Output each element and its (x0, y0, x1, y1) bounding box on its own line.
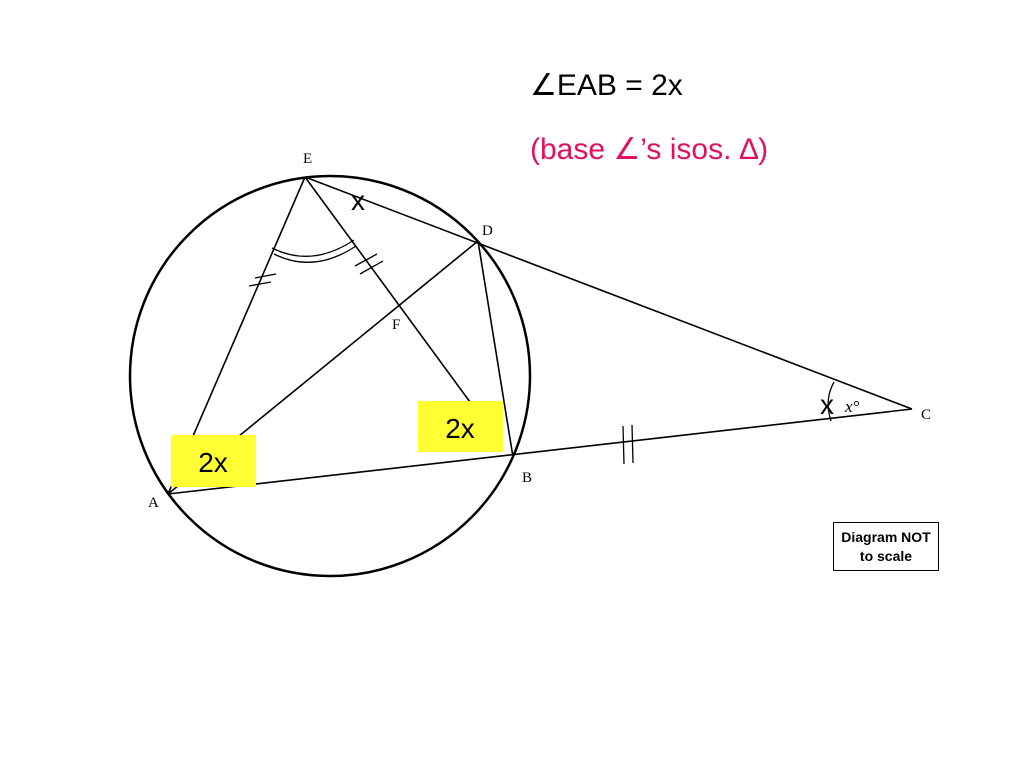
scale-note-line-2: to scale (859, 548, 913, 564)
circumcircle (128, 174, 532, 578)
point-label-A: A (148, 495, 159, 511)
reason-text: (base ∠’s isos. ∆) (530, 133, 769, 166)
given-angle-label: x° (844, 397, 860, 416)
angle-arc-C (827, 381, 835, 422)
point-label-D: D (482, 223, 493, 239)
tick-EF-2 (359, 260, 384, 275)
highlight-box-B (418, 401, 503, 452)
line-EB (304, 176, 471, 403)
tick-BC-1 (622, 425, 625, 465)
tick-EF-1 (354, 253, 378, 267)
angle-arc-E-inner (273, 245, 357, 263)
highlight-box-A (171, 435, 256, 487)
angle-label-x-C: x (820, 389, 834, 420)
point-label-F: F (392, 317, 400, 333)
scale-note-line-1: Diagram NOT (841, 529, 931, 545)
angle-label-2x-B: 2x (445, 413, 475, 444)
point-label-B: B (522, 470, 532, 486)
angle-statement: ∠EAB = 2x (530, 69, 683, 102)
angle-label-x-E: x (351, 185, 365, 216)
line-AC (167, 408, 913, 495)
tick-BC-2 (631, 424, 634, 464)
point-label-E: E (303, 151, 312, 167)
angle-label-2x-A: 2x (198, 447, 228, 478)
line-EC (304, 176, 913, 410)
point-label-C: C (921, 407, 931, 423)
angle-arc-E-outer (271, 239, 355, 257)
tick-EA-2 (248, 281, 272, 287)
line-DB (477, 240, 514, 458)
tick-EA-1 (254, 273, 277, 279)
scale-note: Diagram NOT to scale (833, 522, 939, 571)
